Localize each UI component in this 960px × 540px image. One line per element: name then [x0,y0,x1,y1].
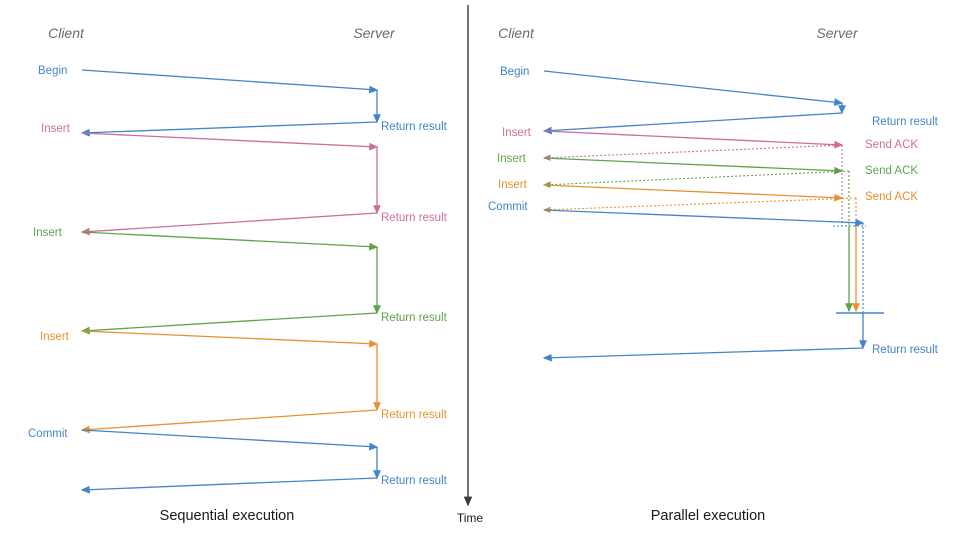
reply-arrow-sequential-3 [80,409,378,434]
lane-header-server-parallel: Server [816,25,859,41]
reply-label-parallel-begin: Return result [872,116,939,128]
ack-arrow-parallel-2 [542,197,857,214]
reply-arrow-sequential-0 [80,121,378,137]
reply-arrow-parallel-begin [542,112,843,135]
ack-label-parallel-1: Send ACK [865,165,918,177]
panel-caption-parallel: Parallel execution [651,508,765,524]
reply-arrow-sequential-2 [80,312,378,335]
request-label-parallel-1: Insert [497,153,527,165]
request-label-sequential-1: Insert [41,123,71,135]
reply-label-sequential-1: Return result [381,212,448,224]
reply-label-sequential-0: Return result [381,121,448,133]
reply-label-sequential-3: Return result [381,409,448,421]
request-label-sequential-3: Insert [40,331,70,343]
request-arrow-sequential-1 [81,132,379,151]
request-arrow-sequential-4 [81,429,379,451]
request-arrow-parallel-2 [543,184,844,202]
reply-label-sequential-4: Return result [381,475,448,487]
lane-header-client-parallel: Client [498,25,535,41]
request-arrow-parallel-commit [543,209,865,227]
request-label-sequential-0: Begin [38,65,67,77]
reply-label-sequential-2: Return result [381,312,448,324]
ack-label-parallel-0: Send ACK [865,139,918,151]
request-label-parallel-commit: Commit [488,201,528,213]
panel-caption-sequential: Sequential execution [160,508,295,524]
ack-label-parallel-2: Send ACK [865,191,918,203]
request-label-parallel-begin: Begin [500,66,529,78]
ack-arrow-parallel-1 [542,170,850,188]
request-arrow-parallel-1 [543,157,844,175]
ack-arrow-parallel-0 [542,144,843,162]
request-label-sequential-2: Insert [33,227,63,239]
request-label-parallel-2: Insert [498,179,528,191]
reply-label-parallel-commit: Return result [872,344,939,356]
request-arrow-parallel-0 [543,130,844,149]
lane-header-client-sequential: Client [48,25,85,41]
request-label-sequential-4: Commit [28,428,68,440]
time-axis-label: Time [457,511,484,525]
request-arrow-sequential-2 [81,231,379,251]
request-arrow-sequential-0 [81,69,379,94]
request-arrow-parallel-begin [543,70,844,107]
reply-arrow-parallel-commit [542,347,864,362]
reply-arrow-sequential-4 [80,477,378,494]
reply-arrow-sequential-1 [80,212,378,236]
lane-header-server-sequential: Server [353,25,396,41]
request-arrow-sequential-3 [81,330,379,348]
request-label-parallel-0: Insert [502,127,532,139]
